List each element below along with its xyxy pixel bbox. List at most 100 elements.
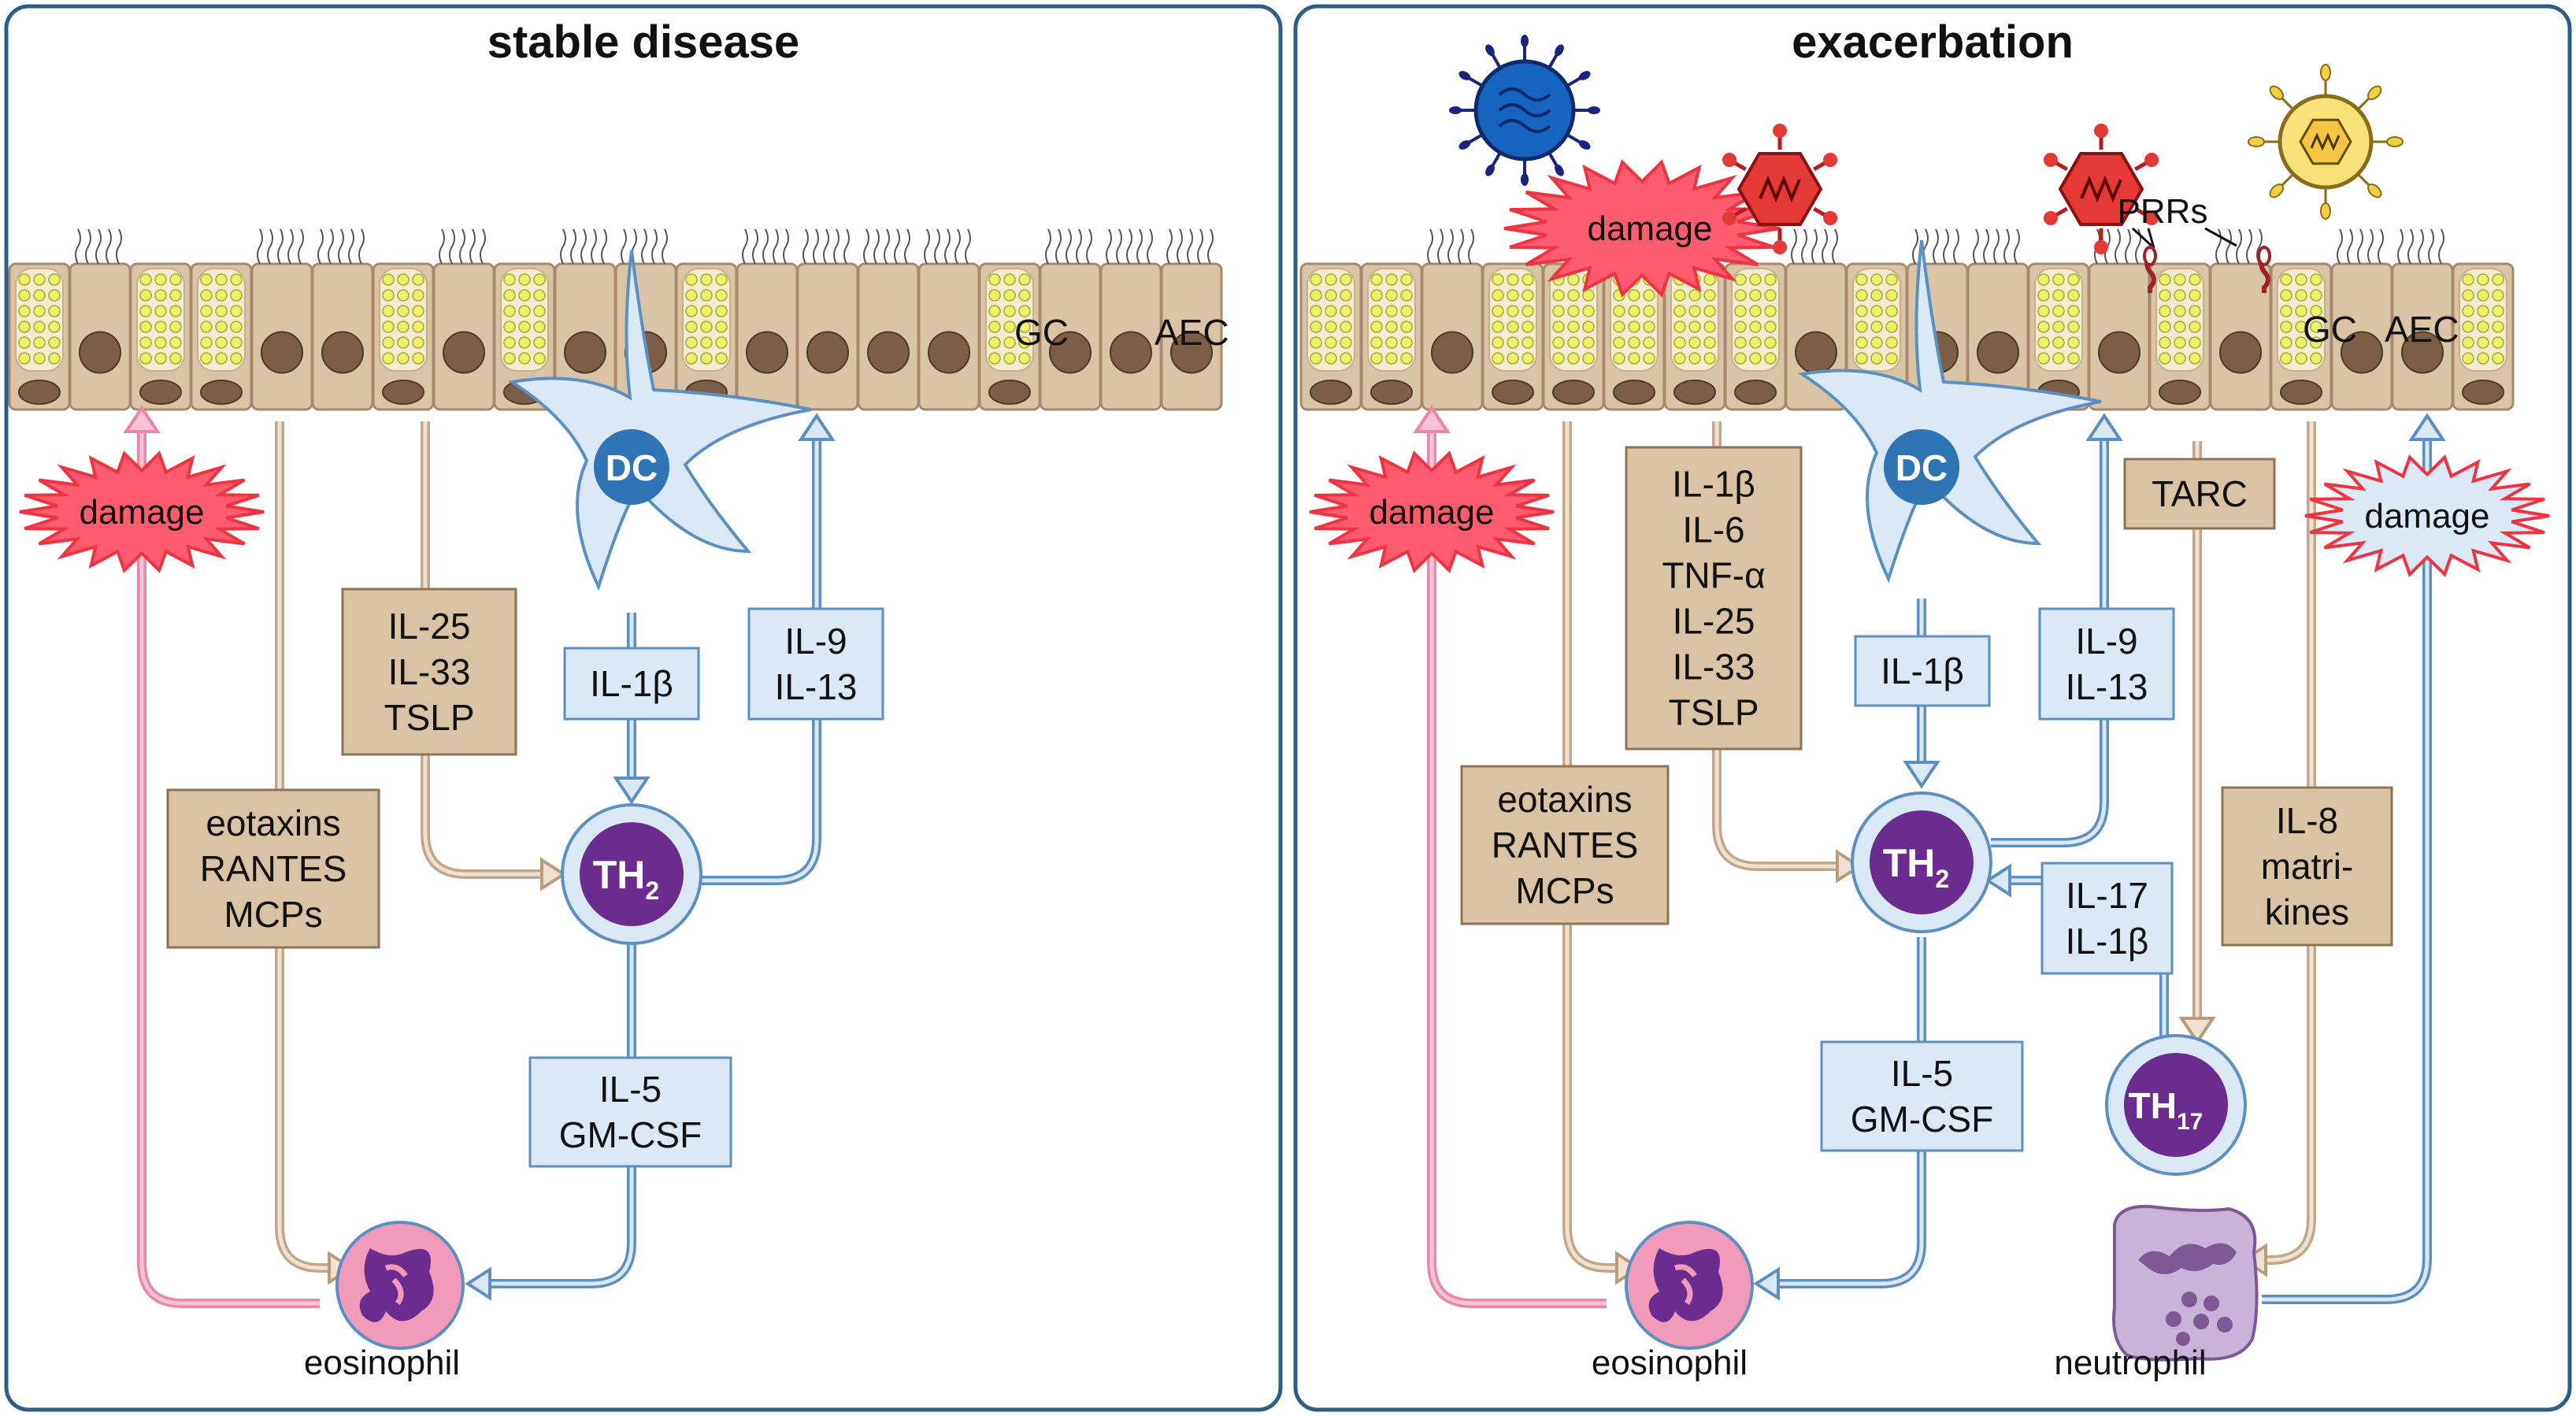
goblet-cell [2452, 262, 2515, 411]
mucus-granule [2310, 305, 2322, 317]
neutrophil-granule-4 [2166, 1311, 2181, 1327]
mucus-granule [700, 289, 713, 302]
virus-spike-tip [2144, 211, 2159, 225]
virus-spike-tip [1485, 44, 1495, 57]
mucus-granule [2280, 321, 2292, 333]
mucus-granule [2052, 289, 2065, 302]
aec-label-right: AEC [2385, 309, 2459, 350]
cilium [1458, 228, 1464, 265]
virus-spike-tip [1521, 35, 1529, 47]
cell-nucleus [1734, 380, 1777, 405]
mucus-granule [154, 273, 167, 286]
mucus-granule [1552, 289, 1565, 302]
mucus-granule [48, 289, 61, 302]
mucus-granule [169, 305, 182, 317]
mucus-granule [412, 321, 424, 333]
virus-spike-tip [2043, 153, 2058, 167]
mucus-granule [1492, 305, 1504, 317]
cilium [904, 228, 910, 265]
virus-blue-icon [1449, 35, 1600, 186]
mucus-granule [2280, 289, 2292, 302]
mucus-granule [230, 289, 243, 302]
cytokine-box-bg [1460, 765, 1670, 925]
epithelium-left [8, 228, 1223, 411]
mucus-granule [154, 352, 167, 365]
cytokine-box-bg [2123, 458, 2276, 530]
mucus-granule [1749, 289, 1762, 302]
mucus-granule [1370, 273, 1383, 286]
mucus-granule [1522, 289, 1534, 302]
virus-genome [1759, 175, 1801, 203]
goblet-cell [493, 262, 556, 411]
th2-inner-right [1870, 810, 1974, 914]
mucus-granule [1613, 352, 1625, 365]
mucus-granule [685, 305, 698, 317]
virus-spike-tip [2320, 64, 2331, 81]
mucus-granule [1582, 336, 1595, 349]
cell-nucleus [382, 380, 424, 405]
eosinophil-nucleus-detail-left [384, 1264, 408, 1305]
mucus-granule [200, 289, 213, 302]
dc-nucleus-left [594, 429, 669, 505]
mucus-granule [2052, 352, 2065, 365]
mucus-granule [33, 289, 46, 302]
cilium [2347, 228, 2353, 265]
mucus-granule [2189, 273, 2201, 286]
arrow-th2-epithelium-left-inner [701, 441, 819, 883]
cytokine-box-right-il5: IL-5GM-CSF [1820, 1040, 2024, 1152]
virus-spike-tip [1773, 240, 1787, 254]
mucus-granule [988, 352, 1001, 365]
mucus-granule [1673, 289, 1686, 302]
mucus-granule [1492, 336, 1504, 349]
cell-nucleus [1310, 380, 1352, 405]
mucus-granule [2052, 336, 2065, 349]
mucus-granule [2310, 352, 2322, 365]
cilium [621, 228, 627, 265]
damage-label-top: damage [1587, 209, 1712, 248]
epithelial-cell [917, 228, 980, 411]
damage-star-neutrophil: damage [2304, 454, 2550, 577]
mucus-granule [33, 273, 46, 286]
mucus-granule [1764, 289, 1777, 302]
mucus-granule [215, 273, 228, 286]
goblet-cell [2270, 262, 2333, 411]
cilium [317, 228, 324, 265]
mucus-granule [1552, 321, 1565, 333]
cell-nucleus [2462, 380, 2504, 405]
virus-spike-tip [1823, 211, 1838, 225]
mucus-granule [1703, 289, 1716, 302]
arrowhead-tan-th2-left [540, 857, 567, 891]
cytokine-label: IL-9 [784, 621, 847, 662]
virus-genome [1498, 87, 1551, 133]
mucus-granule [1522, 336, 1534, 349]
cytokine-label: IL-13 [775, 666, 858, 707]
mucus-granule [154, 321, 167, 333]
goblet-cell [2027, 262, 2090, 411]
cell-nucleus [2280, 380, 2322, 405]
mucus-granule [1507, 289, 1519, 302]
mucus-granule [2492, 352, 2504, 365]
epithelial-cell [2209, 228, 2272, 411]
mucus-granule [1340, 289, 1352, 302]
cilium [823, 228, 829, 265]
mucus-granule [1870, 336, 1883, 349]
mucus-granule [1507, 352, 1519, 365]
cytokine-label: GM-CSF [559, 1114, 702, 1155]
mucus-granule [1582, 305, 1595, 317]
virus-spike-tip [2043, 211, 2058, 225]
mucus-granule [169, 336, 182, 349]
damage-label-neutrophil: damage [2364, 497, 2489, 536]
mucus-granule [1385, 336, 1398, 349]
cilium [843, 228, 850, 265]
mucus-granule [2067, 321, 2080, 333]
mucus-granule [518, 352, 531, 365]
cytokine-label: eotaxins [1497, 779, 1632, 820]
mucus-granule [1870, 289, 1883, 302]
epithelial-cell [311, 228, 374, 411]
mucus-granule [1628, 336, 1640, 349]
mucus-granule [1673, 321, 1686, 333]
mucus-granule [1370, 352, 1383, 365]
cilium [1912, 228, 1918, 265]
cytokine-label: TSLP [384, 697, 474, 738]
